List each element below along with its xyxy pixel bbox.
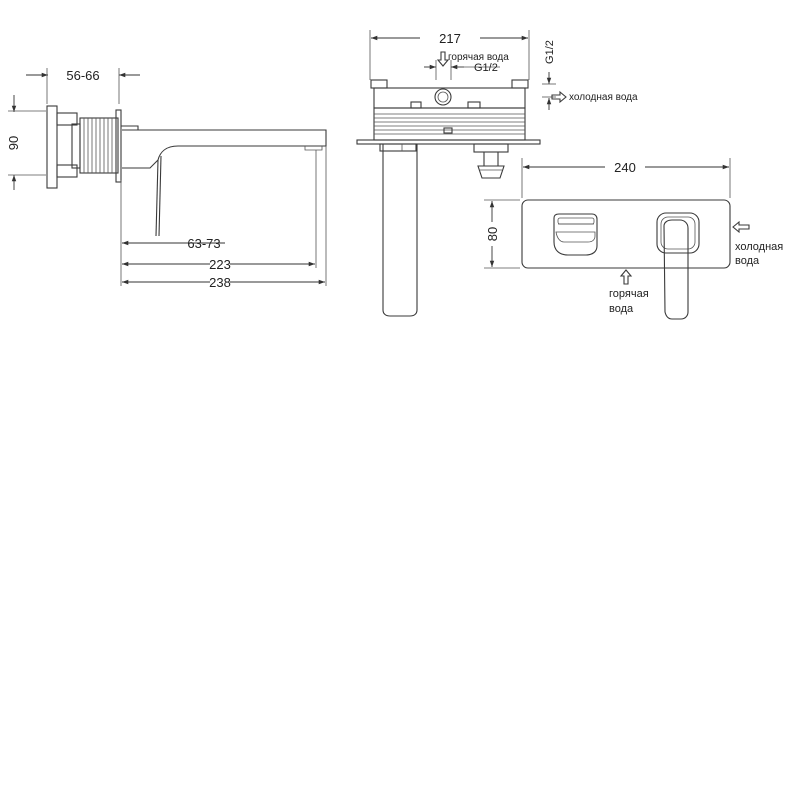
dim-spout-range-label: 63-73 — [187, 236, 220, 251]
dimension-height: 90 — [6, 95, 46, 190]
spout-side — [121, 125, 327, 286]
hot-water-indicator-top: горячая вода — [436, 51, 509, 67]
dimension-front-height: 80 — [484, 199, 520, 269]
cold-water-label-top: холодная вода — [569, 92, 638, 103]
dimension-depth: 56-66 — [26, 68, 140, 104]
dimension-thread-horizontal: G1/2 — [424, 60, 500, 80]
front-view: 240 80 холодная вода — [484, 158, 783, 320]
dim-top-width-label: 217 — [439, 31, 461, 46]
dim-front-width-label: 240 — [614, 160, 636, 175]
dim-front-height-label: 80 — [485, 227, 500, 241]
dimension-spout-range: 63-73 — [120, 180, 225, 286]
thread-horizontal-label: G1/2 — [474, 62, 498, 74]
handle-stub-top — [473, 143, 509, 179]
rough-in-box — [356, 79, 541, 152]
spout-top — [382, 144, 418, 317]
side-view: 56-66 90 — [6, 68, 327, 290]
top-view: 217 G1/2 холодная вода горячая вода — [356, 30, 638, 317]
dimension-front-width: 240 — [521, 158, 731, 198]
dimension-thread-vertical: G1/2 — [542, 40, 556, 110]
cold-water-indicator-top: холодная вода — [551, 90, 638, 104]
dimension-spout-length: 223 — [122, 257, 315, 272]
cold-water-label-front-1: холодная — [735, 241, 783, 253]
thread-vertical-label: G1/2 — [544, 40, 556, 64]
cold-water-indicator-front: холодная вода — [732, 220, 783, 267]
dim-depth-label: 56-66 — [66, 68, 99, 83]
hot-water-label-front-1: горячая — [609, 288, 649, 300]
dim-spout-length-label: 223 — [209, 257, 231, 272]
hot-water-indicator-front: горячая вода — [609, 269, 649, 315]
dim-total-length-label: 238 — [209, 275, 231, 290]
hot-water-label-top: горячая вода — [448, 52, 509, 63]
dimension-top-width: 217 — [369, 30, 530, 80]
hot-water-label-front-2: вода — [609, 303, 634, 315]
cold-water-label-front-2: вода — [735, 255, 760, 267]
dimension-total-length: 238 — [122, 275, 325, 290]
mounting-body — [46, 105, 122, 189]
cover-plate — [521, 199, 731, 320]
dim-height-label: 90 — [6, 136, 21, 150]
